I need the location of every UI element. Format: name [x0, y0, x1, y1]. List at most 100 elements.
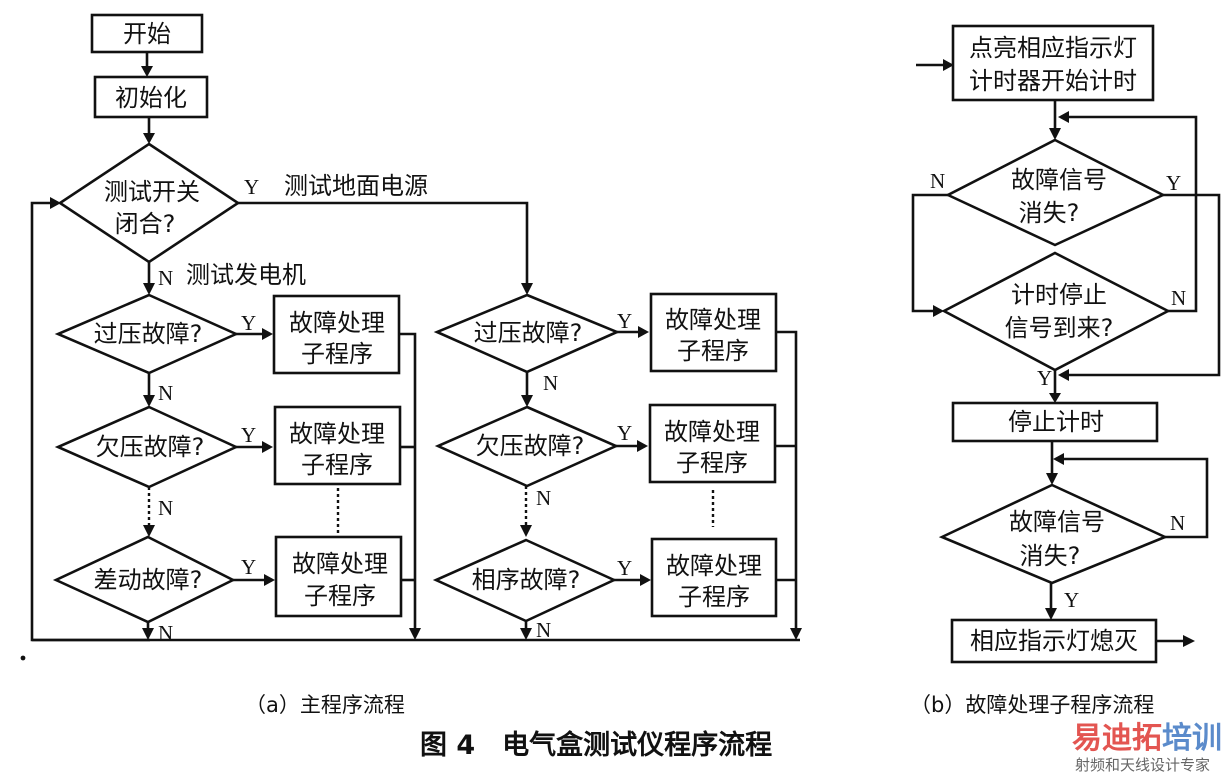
arrowhead	[262, 328, 273, 340]
arrowhead	[521, 283, 533, 295]
main-program-flow: 开始 初始化 测试开关 闭合? Y 测试地面电源 N 测试发电机 过压故障?	[20, 13, 802, 661]
no-label: N	[158, 381, 173, 405]
arrowhead	[790, 628, 802, 640]
gen-differential-handler	[274, 535, 403, 618]
no-label: N	[158, 266, 173, 290]
yes-label: Y	[1166, 171, 1181, 195]
gen-undervoltage-handler	[273, 405, 402, 486]
no-label: N	[536, 618, 551, 642]
init-node	[93, 75, 209, 119]
arrowhead	[943, 59, 954, 71]
arrowhead	[143, 395, 155, 407]
arrowhead	[1053, 453, 1064, 465]
watermark-brand-blue: 培训	[1162, 721, 1222, 756]
arrowhead	[264, 574, 275, 586]
decision-line1: 故障信号	[1009, 508, 1105, 536]
ground-power-check-column: 过压故障? Y 故障处理 子程序 N 欠压故障? Y 故障处理 子程序 N 相序…	[432, 292, 802, 642]
loop-back-connector	[1067, 115, 1198, 313]
yes-label: Y	[617, 556, 632, 580]
arrowhead	[640, 574, 651, 586]
arrowhead	[1046, 473, 1058, 485]
arrowhead	[262, 441, 273, 453]
timer-stop-decision	[941, 251, 1171, 372]
no-label: N	[158, 621, 173, 645]
connector	[911, 193, 948, 313]
handler-line1: 故障处理	[666, 552, 762, 580]
arrowhead	[638, 326, 649, 338]
decision-line2: 信号到来?	[1005, 314, 1114, 342]
arrowhead	[1058, 111, 1069, 123]
figure-title: 图 4 电气盒测试仪程序流程	[420, 729, 772, 761]
caption-b: （b）故障处理子程序流程	[910, 693, 1154, 717]
stop-timer-node	[951, 401, 1159, 443]
fault-handler-subroutine-flow: 点亮相应指示灯 计时器开始计时 故障信号 消失? N Y 计时停止 信号到来? …	[911, 24, 1221, 664]
generator-label: 测试发电机	[186, 261, 306, 289]
arrowhead	[50, 197, 61, 209]
decision-line2: 消失?	[1019, 199, 1080, 227]
arrowhead	[141, 66, 153, 77]
arrowhead	[1183, 635, 1195, 647]
caption-a: （a）主程序流程	[245, 693, 405, 717]
no-label: N	[536, 486, 551, 510]
arrowhead	[143, 525, 155, 537]
decision-line2: 消失?	[1020, 542, 1081, 570]
handler-line2: 子程序	[676, 449, 748, 477]
gp-overvoltage-handler	[649, 292, 778, 373]
arrowhead	[143, 133, 155, 144]
yes-label: Y	[1064, 588, 1079, 612]
fault-cleared-decision	[945, 138, 1166, 247]
handler-line2: 子程序	[301, 451, 373, 479]
stop-timer-text: 停止计时	[1008, 408, 1104, 436]
switch-decision-line1: 测试开关	[104, 178, 200, 206]
arrowhead	[520, 628, 532, 640]
no-label: N	[158, 496, 173, 520]
gen-overvoltage-handler	[272, 294, 401, 375]
arrowhead	[637, 440, 648, 452]
handler-line1: 故障处理	[289, 420, 385, 448]
arrowhead	[521, 395, 533, 407]
ground-power-label: 测试地面电源	[284, 172, 428, 200]
handler-line2: 子程序	[677, 337, 749, 365]
handler-line2: 子程序	[301, 340, 373, 368]
connector	[1067, 193, 1221, 377]
arrowhead	[1049, 128, 1061, 140]
start-text: 开始	[123, 20, 171, 48]
entry-line2: 计时器开始计时	[969, 67, 1137, 95]
handler-line1: 故障处理	[292, 550, 388, 578]
gp-overvoltage-text: 过压故障?	[474, 319, 583, 347]
exit-text: 相应指示灯熄灭	[970, 627, 1138, 655]
entry-node	[951, 24, 1155, 102]
arrowhead	[520, 525, 532, 537]
no-label: N	[543, 371, 558, 395]
gen-differential-text: 差动故障?	[94, 566, 203, 594]
arrowhead	[142, 628, 154, 640]
arrowhead	[1049, 393, 1061, 403]
scan-dot	[20, 655, 26, 661]
entry-line1: 点亮相应指示灯	[969, 34, 1137, 62]
gp-undervoltage-handler	[648, 403, 777, 484]
handler-line1: 故障处理	[664, 418, 760, 446]
no-label: N	[1170, 511, 1185, 535]
switch-decision-line2: 闭合?	[115, 210, 176, 238]
watermark-tagline: 射频和天线设计专家	[1075, 756, 1210, 774]
generator-check-column: 过压故障? Y 故障处理 子程序 N 欠压故障? Y 故障处理 子程序 N	[52, 293, 421, 645]
no-label: N	[930, 169, 945, 193]
handler-line2: 子程序	[678, 583, 750, 611]
yes-label: Y	[617, 309, 632, 333]
arrowhead	[143, 283, 155, 295]
decision-line1: 故障信号	[1011, 166, 1107, 194]
gp-phase-sequence-text: 相序故障?	[472, 566, 581, 594]
arrowhead	[1045, 608, 1057, 620]
no-label: N	[1171, 286, 1186, 310]
decision-line1: 计时停止	[1011, 281, 1107, 309]
gen-overvoltage-text: 过压故障?	[94, 320, 203, 348]
yes-label: Y	[1037, 366, 1052, 390]
gen-undervoltage-text: 欠压故障?	[96, 433, 205, 461]
arrowhead	[409, 628, 421, 640]
gp-undervoltage-text: 欠压故障?	[476, 432, 585, 460]
yes-label: Y	[244, 175, 259, 199]
arrowhead	[1058, 369, 1069, 381]
yes-label: Y	[241, 423, 256, 447]
yes-label: Y	[617, 421, 632, 445]
